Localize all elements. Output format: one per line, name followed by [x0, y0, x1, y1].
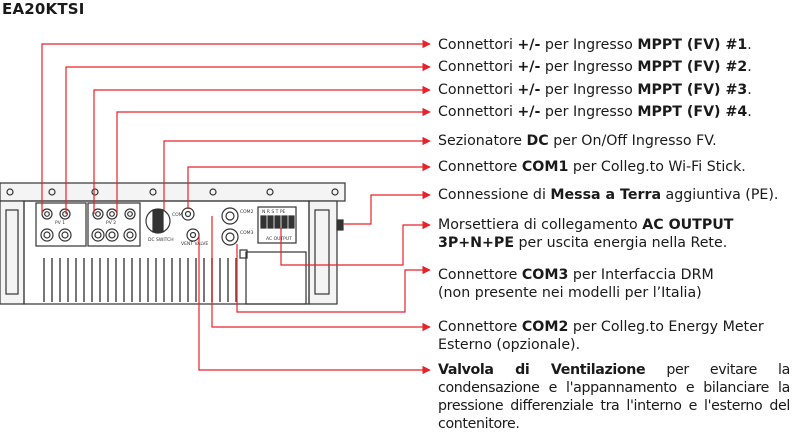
label-part: per On/Off Ingresso FV.: [548, 133, 717, 149]
label-part: 3P+N+PE: [438, 235, 515, 251]
label-dc-switch: Sezionatore DC per On/Off Ingresso FV.: [438, 132, 717, 150]
label-part: Connettori: [438, 37, 518, 53]
leader-vent: [198, 235, 431, 375]
com3-text: COM3: [240, 230, 254, 236]
leader-com3: [236, 244, 431, 313]
left-bracket: [0, 200, 25, 305]
label-part: +/-: [517, 82, 541, 98]
label-vent-valve: Valvola di Ventilazione per evitare la c…: [438, 361, 790, 433]
label-com3: Connettore COM3 per Interfaccia DRM (non …: [438, 266, 714, 302]
pv2-panel: [87, 202, 141, 247]
label-part: Connettori: [438, 104, 518, 120]
label-part: +/-: [517, 104, 541, 120]
flange-hole: [266, 188, 274, 196]
label-part: +/-: [517, 37, 541, 53]
label-part: COM3: [521, 267, 569, 283]
vent-valve: [186, 228, 200, 242]
terminals-text: N R S T PE: [262, 209, 286, 215]
leader-ac: [280, 220, 431, 266]
label-part: per Colleg.to Energy Meter: [568, 319, 764, 335]
label-part: Connettore: [438, 159, 522, 175]
label-part: .: [747, 59, 752, 75]
label-part: per Ingresso: [540, 104, 638, 120]
dc-switch-text: DC SWITCH: [148, 237, 174, 243]
pe-screw: [336, 219, 344, 231]
com-left-text: COM: [172, 212, 183, 218]
label-part: .: [747, 104, 752, 120]
leader-mppt1: [41, 39, 431, 214]
label-part: per uscita energia nella Rete.: [514, 235, 728, 251]
pv1-text: PV 1: [55, 220, 65, 226]
label-part: MPPT (FV) #1: [637, 37, 748, 53]
pv2-text: PV 2: [106, 220, 116, 226]
label-part: COM1: [521, 159, 569, 175]
label-part: Connessione di: [438, 187, 551, 203]
inverter-body: [0, 182, 346, 305]
label-part: MPPT (FV) #3: [637, 82, 748, 98]
label-part: Morsettiera di collegamento: [438, 217, 643, 233]
label-part: per evitare la condensazione e l'appanna…: [438, 362, 790, 432]
dc-switch-knob: [145, 208, 171, 234]
label-part: per Interfaccia DRM: [568, 267, 714, 283]
vent-valve-text: VENT VALVE: [181, 241, 208, 247]
label-part: per Colleg.to Wi-Fi Stick.: [568, 159, 746, 175]
label-part: Connettori: [438, 82, 518, 98]
com1-port: [181, 207, 195, 221]
flange-hole: [331, 188, 339, 196]
label-ac-output: Morsettiera di collegamento AC OUTPUT 3P+…: [438, 216, 733, 252]
label-part: per Ingresso: [540, 82, 638, 98]
label-mppt3: Connettori +/- per Ingresso MPPT (FV) #3…: [438, 81, 752, 99]
leader-mppt2: [65, 62, 431, 214]
label-part: per Ingresso: [540, 59, 638, 75]
label-mppt4: Connettori +/- per Ingresso MPPT (FV) #4…: [438, 103, 752, 121]
right-bracket: [308, 200, 338, 305]
label-part: aggiuntiva (PE).: [661, 187, 779, 203]
label-part: Valvola di Ventilazione: [438, 362, 646, 378]
leader-mppt4: [116, 107, 431, 214]
flange-hole: [91, 188, 99, 196]
ac-output-text: AC OUTPUT: [266, 236, 292, 242]
com2-text: COM2: [240, 209, 254, 215]
model-title: EA20KTSI: [2, 0, 85, 18]
com3-port: [221, 228, 239, 246]
label-com1: Connettore COM1 per Colleg.to Wi-Fi Stic…: [438, 158, 746, 176]
label-mppt1: Connettori +/- per Ingresso MPPT (FV) #1…: [438, 36, 752, 54]
label-part: +/-: [517, 59, 541, 75]
label-part: DC: [526, 133, 549, 149]
label-part: .: [747, 37, 752, 53]
com2-port: [221, 207, 239, 225]
label-part: Messa a Terra: [550, 187, 662, 203]
leader-com2: [211, 216, 431, 332]
pv1-panel: [35, 202, 87, 247]
label-part: Connettore: [438, 267, 522, 283]
label-part: .: [747, 82, 752, 98]
leader-pe: [343, 190, 431, 225]
heatsink-fins: [43, 258, 237, 302]
label-part: COM2: [521, 319, 569, 335]
label-part: Connettore: [438, 319, 522, 335]
leader-dc: [163, 136, 431, 210]
leader-mppt3: [93, 85, 431, 214]
leader-com1: [187, 162, 431, 209]
ac-terminal-block: [257, 206, 297, 244]
label-part: AC OUTPUT: [642, 217, 734, 233]
label-part: (non presente nei modelli per l’Italia): [438, 285, 702, 301]
flange-hole: [209, 188, 217, 196]
label-com2: Connettore COM2 per Colleg.to Energy Met…: [438, 318, 764, 354]
flange-hole: [6, 188, 14, 196]
label-part: Sezionatore: [438, 133, 527, 149]
label-part: per Ingresso: [540, 37, 638, 53]
label-part: MPPT (FV) #2: [637, 59, 748, 75]
label-part: Esterno (opzionale).: [438, 337, 581, 353]
label-part: MPPT (FV) #4: [637, 104, 748, 120]
flange-hole: [149, 188, 157, 196]
label-part: Connettori: [438, 59, 518, 75]
label-pe: Connessione di Messa a Terra aggiuntiva …: [438, 186, 778, 204]
label-mppt2: Connettori +/- per Ingresso MPPT (FV) #2…: [438, 58, 752, 76]
flange-hole: [48, 188, 56, 196]
